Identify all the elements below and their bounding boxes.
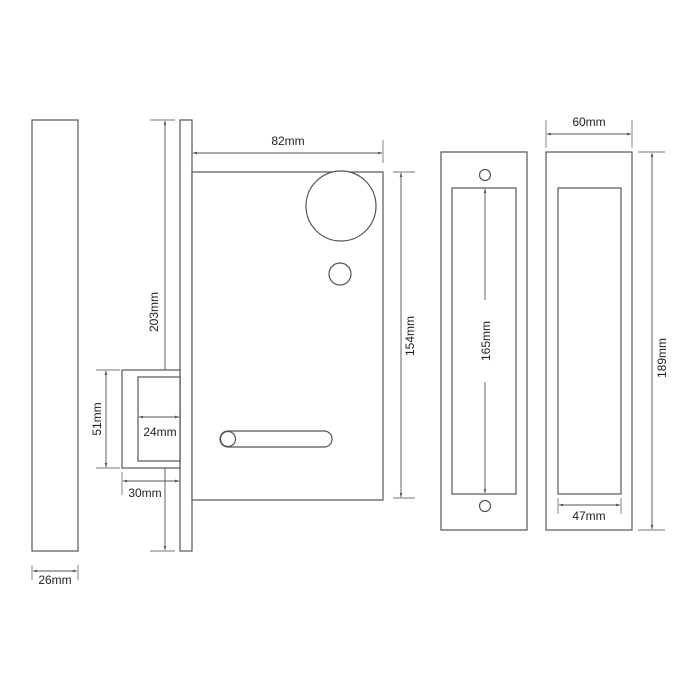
label-51mm: 51mm — [90, 402, 104, 435]
label-26mm: 26mm — [38, 573, 71, 587]
slot — [219, 430, 333, 448]
front-plate-view: 165mm — [440, 151, 528, 531]
label-24mm: 24mm — [143, 425, 176, 439]
faceplate — [179, 119, 193, 552]
spindle-hole-large — [305, 170, 377, 242]
label-203mm: 203mm — [147, 292, 161, 332]
label-189mm: 189mm — [655, 338, 669, 378]
label-82mm: 82mm — [271, 134, 304, 148]
latch-inner — [137, 376, 181, 462]
screw-hole-bottom — [478, 499, 492, 513]
label-154mm: 154mm — [403, 316, 417, 356]
door-edge-bar — [31, 119, 79, 552]
flush-pull-recess — [557, 187, 622, 495]
edge-view: 26mm — [31, 119, 79, 587]
label-30mm: 30mm — [128, 486, 161, 500]
flush-pull-view: 60mm 47mm 189mm — [545, 115, 669, 531]
spindle-hole-small — [328, 262, 352, 286]
screw-hole-top — [478, 168, 492, 182]
slot-pin — [219, 430, 237, 448]
side-view-lock-body: 203mm 82mm 154mm 51mm 24mm 30mm — [90, 119, 417, 552]
front-plate-cutout — [451, 187, 517, 495]
label-60mm: 60mm — [572, 115, 605, 129]
label-165mm: 165mm — [479, 321, 493, 361]
label-47mm: 47mm — [572, 509, 605, 523]
